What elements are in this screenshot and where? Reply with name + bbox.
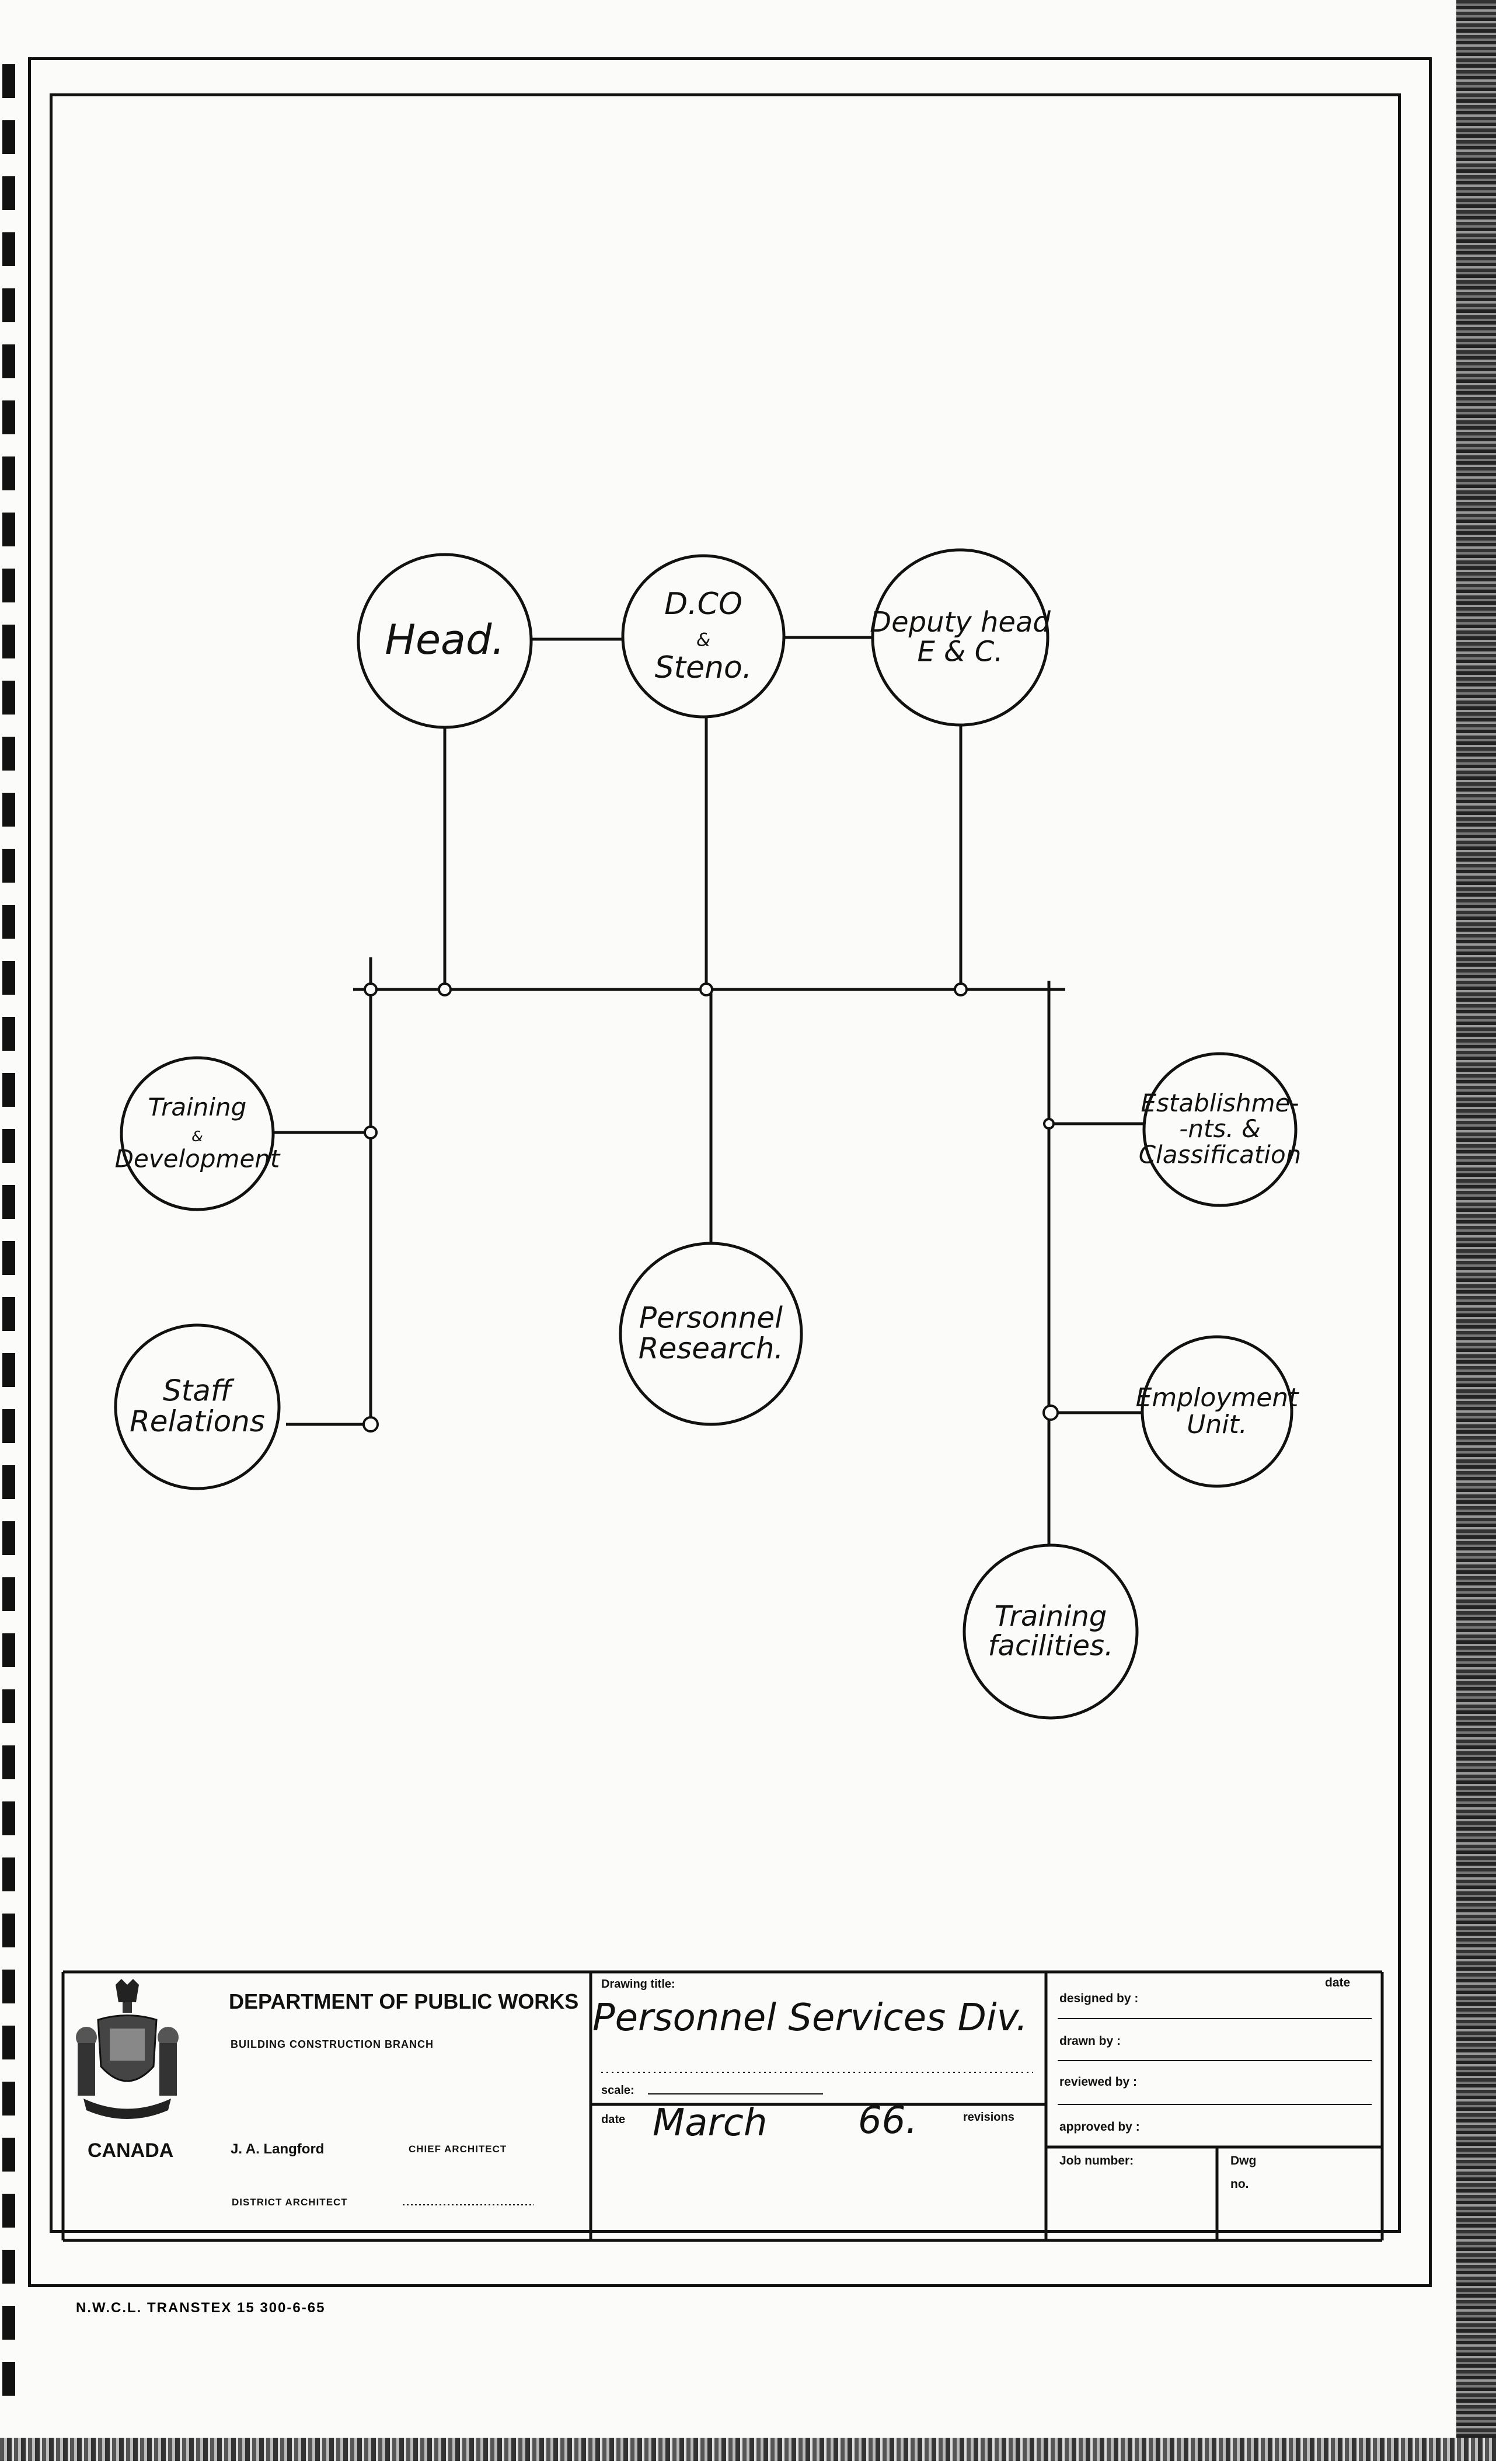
canada-coat-of-arms xyxy=(75,1979,180,2128)
node-label-line: & xyxy=(191,1128,203,1145)
node-label-line: Training xyxy=(148,1093,247,1121)
drawing-title-label: Drawing title: xyxy=(601,1978,675,1991)
dwg-label: Dwg xyxy=(1230,2154,1257,2167)
node-label-line: Relations xyxy=(130,1404,265,1438)
drawn-by-label: drawn by : xyxy=(1059,2034,1121,2048)
district-architect-label: DISTRICT ARCHITECT xyxy=(232,2197,348,2208)
approved-by-label: approved by : xyxy=(1059,2120,1140,2134)
node-dco-steno: D.CO &Steno. xyxy=(621,554,786,719)
node-label-line: Deputy head xyxy=(870,606,1051,639)
node-label-line: Establishme- xyxy=(1141,1089,1299,1117)
right-page-edge xyxy=(1456,0,1496,2461)
node-label-line: E & C. xyxy=(917,635,1003,668)
scale-label: scale: xyxy=(601,2084,634,2097)
department-name: DEPARTMENT OF PUBLIC WORKS xyxy=(229,1989,579,2013)
node-label-line: Staff xyxy=(163,1374,235,1408)
chief-architect-label: CHIEF ARCHITECT xyxy=(409,2144,507,2155)
date-label: date xyxy=(601,2113,626,2126)
outer-border xyxy=(28,57,1432,2287)
node-establishments-classification: Establishme--nts. &Classification xyxy=(1139,1052,1302,1207)
node-label-line: & xyxy=(696,629,710,650)
node-label-line: Research. xyxy=(639,1332,784,1365)
node-label-line: Head. xyxy=(385,616,504,664)
job-number-label: Job number: xyxy=(1059,2154,1134,2167)
revisions-label: revisions xyxy=(963,2111,1014,2124)
node-label-line: -nts. & xyxy=(1179,1114,1261,1143)
node-label-line: D.CO xyxy=(664,587,742,622)
drawing-title: Personnel Services Div. xyxy=(592,1996,1028,2040)
node-circle xyxy=(357,553,533,729)
date-year: 66. xyxy=(858,2099,918,2142)
inner-border xyxy=(50,93,1401,2233)
bottom-page-edge xyxy=(0,2438,1496,2461)
node-head: Head. xyxy=(357,553,533,729)
node-label-line: Classification xyxy=(1139,1140,1302,1169)
date-column-label: date xyxy=(1325,1976,1351,1989)
country-label: CANADA xyxy=(88,2139,174,2162)
spiral-binding xyxy=(0,0,23,2461)
node-label-line: Steno. xyxy=(655,650,752,685)
node-circle xyxy=(871,548,1049,727)
junction-markers xyxy=(362,982,1059,1433)
node-label-line: Personnel xyxy=(639,1301,783,1335)
node-label-line: Employment xyxy=(1136,1383,1300,1413)
node-circle xyxy=(1142,1052,1298,1207)
node-label-line: Training xyxy=(995,1600,1107,1633)
print-code: N.W.C.L. TRANSTEX 15 300-6-65 xyxy=(76,2300,326,2316)
node-circle xyxy=(621,554,786,719)
node-label-line: Development xyxy=(115,1144,281,1173)
node-circle xyxy=(114,1323,281,1490)
date-month: March xyxy=(653,2101,768,2145)
node-label-line: Unit. xyxy=(1187,1410,1247,1440)
node-circle xyxy=(619,1242,803,1426)
node-label-line: facilities. xyxy=(988,1629,1114,1662)
designed-by-label: designed by : xyxy=(1059,1992,1139,2005)
dwg-no-label: no. xyxy=(1230,2177,1249,2191)
node-circle xyxy=(963,1543,1139,1720)
connector-lines xyxy=(271,636,1144,1556)
node-circle xyxy=(1141,1335,1293,1488)
binding-holes xyxy=(2,64,15,2396)
reviewed-by-label: reviewed by : xyxy=(1059,2075,1138,2089)
node-training-development: Training &Development xyxy=(115,1056,281,1211)
branch-name: BUILDING CONSTRUCTION BRANCH xyxy=(231,2038,434,2050)
node-circle xyxy=(120,1056,275,1211)
chief-architect-name: J. A. Langford xyxy=(231,2141,325,2157)
